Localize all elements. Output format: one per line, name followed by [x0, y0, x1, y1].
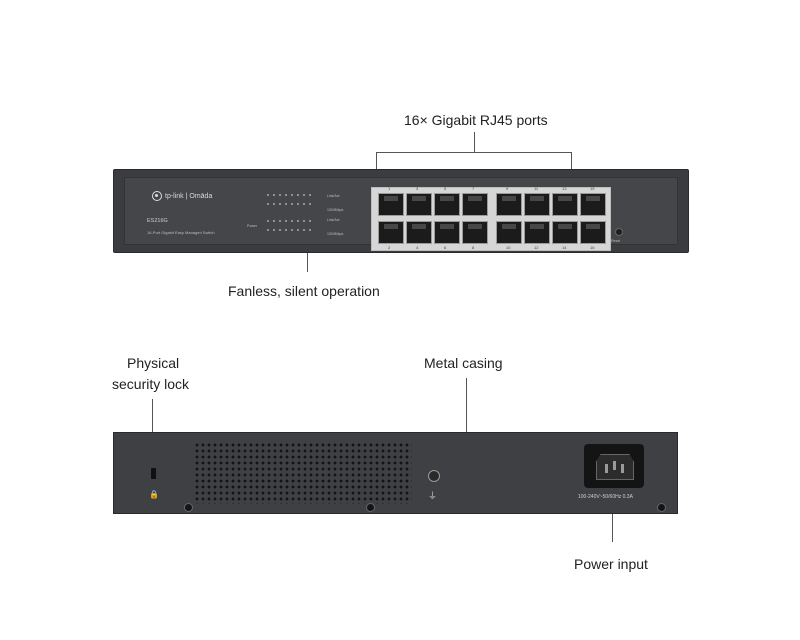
- casing-callout: Metal casing: [424, 355, 503, 371]
- led-label-link-act-2: Link/Act: [327, 218, 340, 222]
- ground-screw: [428, 470, 440, 482]
- security-lock-slot[interactable]: [151, 468, 156, 479]
- rj45-port-5[interactable]: [434, 193, 460, 216]
- power-socket-inlet: [596, 454, 634, 480]
- port-number-top: 7: [472, 186, 475, 191]
- port-number-bottom: 14: [562, 245, 567, 250]
- rj45-port-2[interactable]: [378, 221, 404, 244]
- rj45-port-12[interactable]: [524, 221, 550, 244]
- power-pin-center: [613, 461, 616, 470]
- ports-bracket-top: [376, 152, 572, 153]
- led-label-speed-2: 1000Mbps: [327, 232, 344, 236]
- power-callout: Power input: [574, 556, 648, 572]
- power-pin-right: [621, 464, 624, 473]
- tp-link-logo-icon: [152, 191, 162, 201]
- screw-1: [184, 503, 193, 512]
- switch-front-panel: tp-link | Omāda ES216G 16-Port Gigabit E…: [113, 169, 689, 253]
- port-number-bottom: 16: [590, 245, 595, 250]
- rj45-port-10[interactable]: [496, 221, 522, 244]
- rj45-port-6[interactable]: [434, 221, 460, 244]
- brand-text: tp-link | Omāda: [165, 192, 213, 200]
- port-number-top: 15: [590, 186, 595, 191]
- lock-icon: 🔒: [149, 490, 159, 499]
- power-socket[interactable]: [584, 444, 644, 488]
- port-number-top: 5: [444, 186, 447, 191]
- ports-bracket-right: [571, 152, 572, 174]
- led-row-1: [267, 194, 311, 200]
- led-row-2: [267, 203, 311, 209]
- model-description: 16-Port Gigabit Easy Managed Switch: [147, 230, 215, 235]
- led-label-link-act: Link/Act: [327, 194, 340, 198]
- ports-callout: 16× Gigabit RJ45 ports: [404, 112, 548, 128]
- led-label-speed: 1000Mbps: [327, 208, 344, 212]
- power-pin-left: [605, 464, 608, 473]
- rj45-port-16[interactable]: [580, 221, 606, 244]
- rj45-port-9[interactable]: [496, 193, 522, 216]
- rj45-port-14[interactable]: [552, 221, 578, 244]
- rj45-port-15[interactable]: [580, 193, 606, 216]
- switch-back-panel: 🔒 ⏚ 100-240V~50/60Hz 0.3A: [113, 432, 678, 514]
- port-number-top: 11: [534, 186, 539, 191]
- ground-icon: ⏚: [428, 491, 438, 501]
- lock-callout-line1: Physical: [127, 355, 180, 371]
- port-number-bottom: 8: [472, 245, 475, 250]
- led-row-4: [267, 229, 311, 235]
- reset-label: Reset: [611, 239, 621, 243]
- ports-bracket-left: [376, 152, 377, 174]
- reset-button[interactable]: [615, 228, 623, 236]
- port-number-bottom: 12: [534, 245, 539, 250]
- brand-logo: tp-link | Omāda: [152, 191, 212, 201]
- port-number-bottom: 4: [416, 245, 419, 250]
- port-number-top: 13: [562, 186, 567, 191]
- front-faceplate: tp-link | Omāda ES216G 16-Port Gigabit E…: [124, 177, 678, 251]
- rj45-port-11[interactable]: [524, 193, 550, 216]
- led-label-power: Power: [247, 224, 257, 228]
- port-number-bottom: 10: [506, 245, 511, 250]
- power-line: [612, 512, 613, 542]
- rj45-port-1[interactable]: [378, 193, 404, 216]
- port-number-bottom: 2: [388, 245, 391, 250]
- model-name: ES216G: [147, 218, 168, 224]
- led-row-3: [267, 220, 311, 226]
- ports-bracket-stem: [474, 132, 475, 152]
- fanless-callout: Fanless, silent operation: [228, 283, 380, 299]
- screw-3: [657, 503, 666, 512]
- fanless-line: [307, 252, 308, 272]
- rj45-port-7[interactable]: [462, 193, 488, 216]
- led-panel: Link/Act 1000Mbps Link/Act 1000Mbps Powe…: [247, 194, 355, 244]
- screw-2: [366, 503, 375, 512]
- ventilation-grille: [194, 442, 412, 504]
- lock-callout-line2: security lock: [112, 376, 190, 392]
- rj45-port-4[interactable]: [406, 221, 432, 244]
- port-number-top: 9: [506, 186, 509, 191]
- rj45-port-8[interactable]: [462, 221, 488, 244]
- rj45-port-13[interactable]: [552, 193, 578, 216]
- rj45-port-3[interactable]: [406, 193, 432, 216]
- casing-line: [466, 378, 467, 432]
- port-number-top: 3: [416, 186, 419, 191]
- port-number-bottom: 6: [444, 245, 447, 250]
- power-rating: 100-240V~50/60Hz 0.3A: [578, 494, 633, 500]
- port-number-top: 1: [388, 186, 391, 191]
